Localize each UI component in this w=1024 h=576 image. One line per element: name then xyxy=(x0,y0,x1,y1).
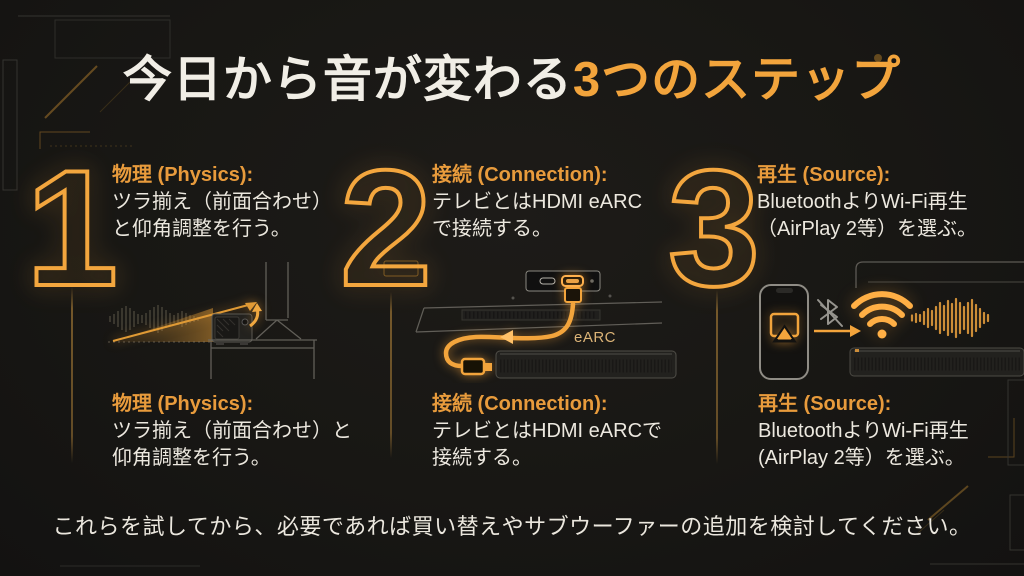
tv-back-icon xyxy=(415,301,663,333)
tv-stand-icon xyxy=(208,262,317,379)
step-1-heading: 物理 (Physics): xyxy=(112,164,254,186)
step-3-caption-heading: 再生 (Source): xyxy=(758,393,892,415)
tv-corner-icon xyxy=(855,261,1024,288)
arrow-right-icon xyxy=(814,325,861,337)
speaker-alignment-illustration xyxy=(108,262,317,379)
step-3-line2: （AirPlay 2等）を選ぶ。 xyxy=(757,218,978,240)
soundbar-icon xyxy=(849,347,1024,377)
title-main: 今日から音が変わる xyxy=(122,53,573,107)
step-1-caption-line2: 仰角調整を行う。 xyxy=(112,447,271,469)
hdmi-port-icon xyxy=(561,275,584,287)
wifi-icon xyxy=(851,291,913,339)
step-1-line2: と仰角調整を行う。 xyxy=(112,218,291,240)
earc-label: eARC xyxy=(574,329,617,346)
step-2-line2: で接続する。 xyxy=(432,218,552,240)
wifi-airplay-illustration xyxy=(759,261,1024,380)
waveform-icon xyxy=(910,297,990,339)
step-3-caption-line2: (AirPlay 2等）を選ぶ。 xyxy=(758,447,965,469)
step-3-caption-line1: BluetoothよりWi-Fi再生 xyxy=(758,420,969,442)
step-1-description: 物理 (Physics): ツラ揃え（前面合わせ） と仰角調整を行う。 xyxy=(112,162,332,243)
step-3-divider-line xyxy=(716,290,718,464)
step-2-number: 2 xyxy=(338,136,434,320)
step-2-description: 接続 (Connection): テレビとはHDMI eARC で接続する。 xyxy=(432,162,642,243)
step-2-caption-line1: テレビとはHDMI eARCで xyxy=(432,420,663,442)
step-1-caption-line1: ツラ揃え（前面合わせ）と xyxy=(112,420,352,442)
step-2-divider-line xyxy=(390,292,392,458)
step-2-caption-heading: 接続 (Connection): xyxy=(432,393,608,415)
step-2-caption-line2: 接続する。 xyxy=(432,447,532,469)
step-3-number: 3 xyxy=(666,136,762,320)
hdmi-earc-illustration xyxy=(415,270,677,379)
page-title: 今日から音が変わる3つのステップ xyxy=(0,40,1024,111)
soundbar-icon xyxy=(495,350,677,379)
step-3-heading: 再生 (Source): xyxy=(757,164,891,186)
elevation-arrow-icon xyxy=(112,302,257,342)
airplay-icon xyxy=(769,312,800,343)
step-3-description: 再生 (Source): BluetoothよりWi-Fi再生 （AirPlay… xyxy=(757,162,977,243)
listening-beam-shape xyxy=(112,308,213,342)
step-2-caption: 接続 (Connection): テレビとはHDMI eARCで 接続する。 xyxy=(432,391,662,472)
step-2-heading: 接続 (Connection): xyxy=(432,164,608,186)
title-accent: 3つのステップ xyxy=(572,53,902,107)
bluetooth-off-icon xyxy=(817,299,843,327)
step-3-caption: 再生 (Source): BluetoothよりWi-Fi再生 (AirPlay… xyxy=(758,391,969,472)
step-1-caption-heading: 物理 (Physics): xyxy=(112,393,254,415)
step-3-line1: BluetoothよりWi-Fi再生 xyxy=(757,191,968,213)
tilt-arrow-icon xyxy=(249,303,262,328)
step-1-divider-line xyxy=(71,287,73,463)
footer-note: これらを試してから、必要であれば買い替えやサブウーファーの追加を検討してください… xyxy=(52,514,972,539)
step-1-caption: 物理 (Physics): ツラ揃え（前面合わせ）と 仰角調整を行う。 xyxy=(112,391,352,472)
hdmi-cable-icon xyxy=(443,287,582,376)
step-1-number: 1 xyxy=(24,136,120,320)
speaker-icon xyxy=(211,313,253,345)
step-1-line1: ツラ揃え（前面合わせ） xyxy=(112,191,332,213)
step-2-line1: テレビとはHDMI eARC xyxy=(432,191,643,213)
